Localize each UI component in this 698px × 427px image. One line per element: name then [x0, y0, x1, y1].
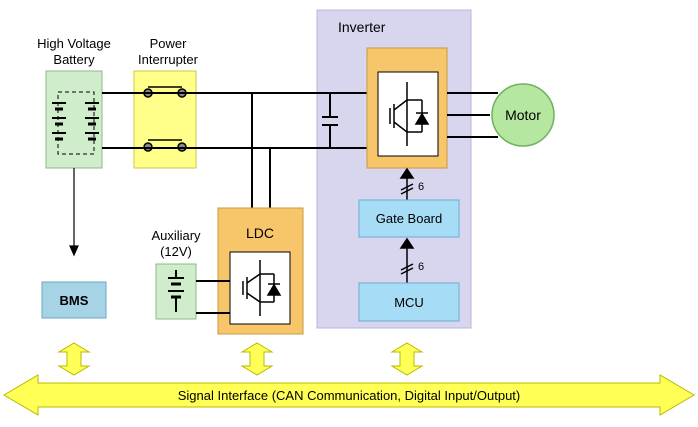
- interrupter-label-line2: Interrupter: [138, 52, 199, 67]
- aux-label-line2: (12V): [160, 244, 192, 259]
- gate-board-block: Gate Board: [358, 199, 460, 238]
- interrupter-label-line1: Power: [150, 36, 188, 51]
- mcu-signal-arrow: [390, 342, 424, 376]
- ldc-signal-arrow: [240, 342, 274, 376]
- capacitor-icon: [322, 116, 338, 126]
- control-bus: [399, 237, 415, 283]
- aux-wires: [196, 280, 230, 314]
- mcu-label: MCU: [394, 295, 424, 310]
- aux-battery-cell-icon: [168, 270, 184, 312]
- motor: Motor: [491, 83, 555, 147]
- signal-interface-label: Signal Interface (CAN Communication, Dig…: [178, 388, 521, 403]
- inverter-label: Inverter: [338, 19, 386, 35]
- ldc-igbt-symbol-icon: [242, 260, 282, 316]
- bus-count-top: 6: [418, 181, 424, 193]
- power-interrupter: [133, 70, 197, 169]
- ldc-module: LDC: [217, 207, 304, 335]
- ldc-label: LDC: [246, 225, 274, 241]
- bms-label: BMS: [60, 293, 89, 308]
- motor-label: Motor: [505, 107, 541, 123]
- bus-count-bottom: 6: [418, 261, 424, 273]
- battery-label-line1: High Voltage: [37, 36, 111, 51]
- signal-double-arrows: [57, 342, 424, 376]
- bms-signal-arrow: [57, 342, 91, 376]
- gate-board-label: Gate Board: [376, 211, 443, 226]
- aux-label-line1: Auxiliary: [151, 228, 201, 243]
- signal-interface-arrow: [3, 374, 695, 416]
- bms-link: [69, 168, 79, 257]
- hv-bus-wires: [102, 92, 370, 208]
- battery-label-line2: Battery: [53, 52, 95, 67]
- auxiliary-battery: [155, 263, 197, 320]
- bms-block: BMS: [41, 281, 107, 319]
- high-voltage-battery: [45, 70, 103, 169]
- inverter-power-module: [366, 47, 448, 169]
- motor-phase-wires: [447, 92, 498, 138]
- mcu-block: MCU: [358, 282, 460, 322]
- gate-drive-bus: [399, 167, 415, 200]
- igbt-symbol-icon: [389, 82, 430, 146]
- battery-cell-icon: [52, 102, 99, 141]
